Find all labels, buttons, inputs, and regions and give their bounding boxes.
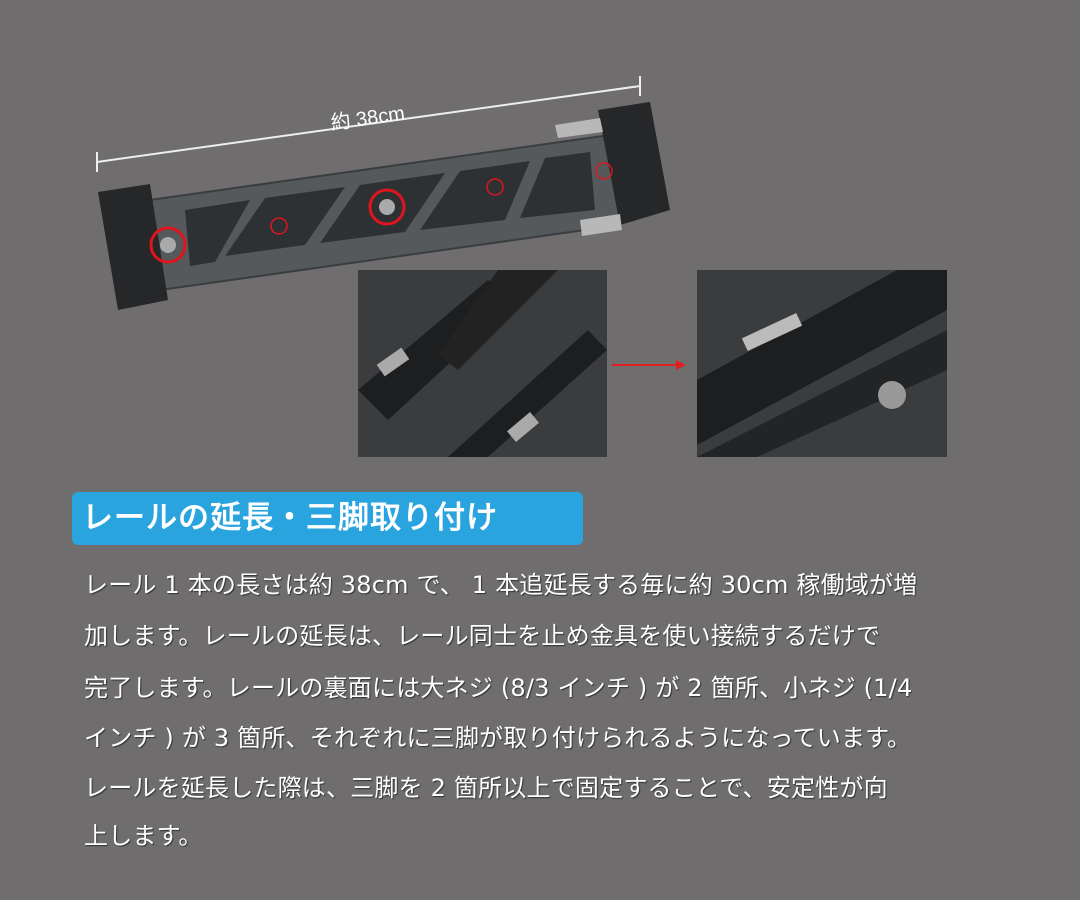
rail-product-illustration: 約 38cm — [96, 76, 670, 310]
body-text-line: 完了します。レールの裏面には大ネジ (8/3 インチ ) が 2 箇所、小ネジ … — [84, 674, 913, 702]
photo-rails-separated — [358, 270, 607, 457]
large-screw-marker — [368, 188, 406, 226]
body-text-line: レールを延長した際は、三脚を 2 箇所以上で固定することで、安定性が向 — [84, 774, 888, 802]
body-text-line: インチ ) が 3 箇所、それぞれに三脚が取り付けられるようになっています。 — [84, 724, 912, 752]
body-text-line: 上します。 — [84, 822, 203, 850]
small-screw-marker — [486, 178, 504, 196]
arrow-right-icon — [612, 360, 686, 370]
dimension-label: 約 38cm — [329, 102, 406, 135]
small-screw-marker — [595, 162, 613, 180]
large-screw-marker — [149, 226, 187, 264]
body-text-line: レール 1 本の長さは約 38cm で、 1 本追延長する毎に約 30cm 稼働… — [84, 571, 918, 599]
screw-highlights — [149, 162, 613, 264]
small-screw-marker — [270, 217, 288, 235]
section-title: レールの延長・三脚取り付け — [72, 492, 583, 545]
dimension-line — [96, 76, 641, 172]
left-end-cap — [98, 184, 168, 310]
right-end-cap — [598, 102, 670, 225]
photo-rails-connected — [697, 270, 947, 457]
body-text-line: 加します。レールの延長は、レール同士を止め金具を使い接続するだけで — [84, 622, 881, 650]
